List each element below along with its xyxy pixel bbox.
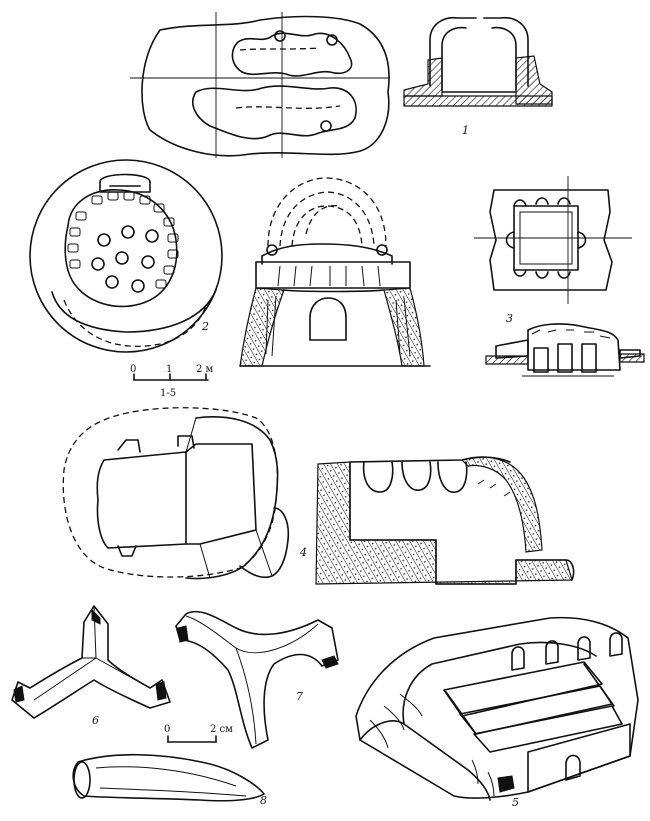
fig4-section: 4: [299, 456, 575, 585]
fig7-label: 7: [296, 690, 303, 703]
fig4-label: 4: [299, 546, 307, 559]
scale-cm-tick-2: 2 см: [210, 724, 233, 735]
fig2-stone-ring: [67, 191, 179, 289]
fig1-section: 1: [403, 16, 553, 137]
fig2-section: [239, 177, 431, 367]
fig8-rod: 8: [72, 753, 267, 807]
scale-tick-0: 0: [130, 364, 136, 375]
scale-tick-2: 2 м: [196, 364, 214, 375]
fig5-model: 5: [355, 616, 639, 809]
scale-bar-cm: 0 2 см: [164, 724, 233, 743]
fig3-section: [485, 323, 645, 377]
fig1-plan: [130, 12, 390, 158]
fig6-label: 6: [92, 714, 99, 727]
fig2-label: 2: [201, 320, 209, 333]
fig4-plan: [62, 407, 290, 580]
scale-bar-meters: 0 1 2 м 1-5: [130, 364, 214, 399]
fig2-holes: [91, 225, 159, 293]
fig2-plan: 2: [29, 159, 223, 353]
scale-tick-1: 1: [166, 364, 172, 375]
fig3-plan: 3: [474, 176, 632, 325]
scale-cm-tick-0: 0: [164, 724, 170, 735]
fig1-label: 1: [462, 124, 469, 137]
fig5-label: 5: [512, 796, 519, 809]
fig8-label: 8: [260, 794, 267, 807]
fig3-label: 3: [506, 312, 513, 325]
fig7-tripod: 7: [175, 610, 339, 749]
fig6-tripod: 6: [11, 605, 171, 727]
scale-caption: 1-5: [160, 388, 176, 399]
